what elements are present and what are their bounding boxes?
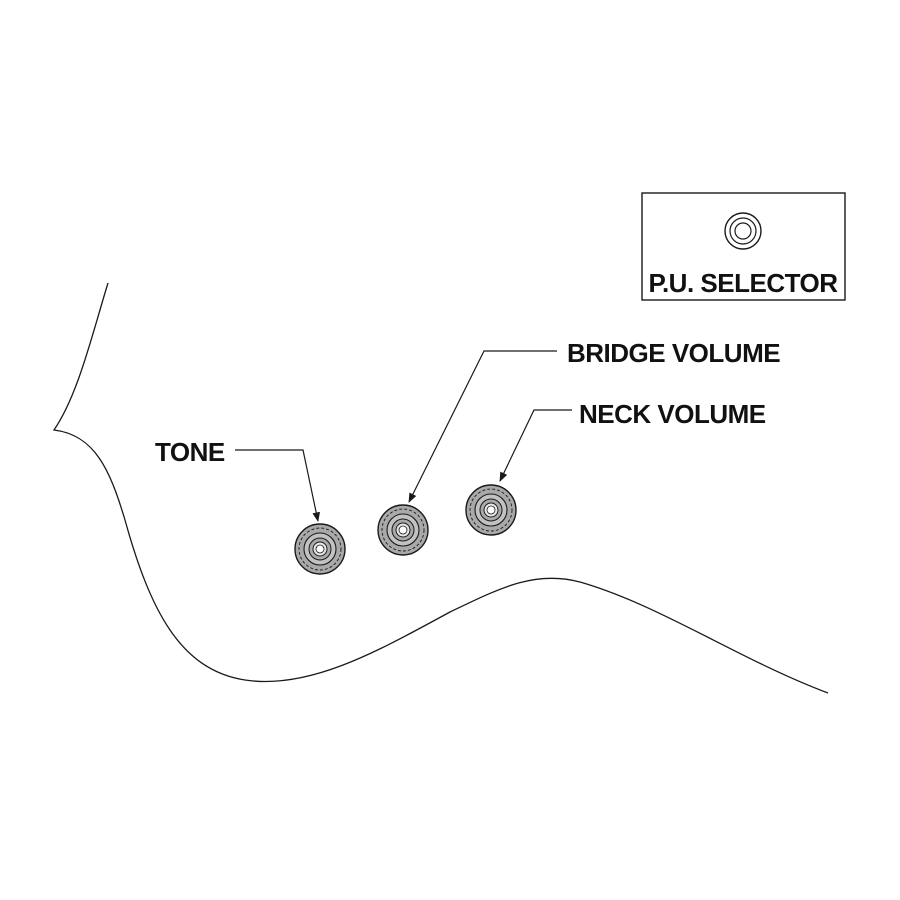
bridge-volume-label: BRIDGE VOLUME	[567, 338, 780, 368]
tone-label: TONE	[155, 437, 225, 467]
pu-selector-label: P.U. SELECTOR	[648, 268, 838, 298]
guitar-body-upper-horn-outline	[52, 282, 829, 694]
tone-leader-line	[235, 449, 320, 522]
pu-selector-switch-icon	[724, 212, 762, 250]
neck-volume-knob-icon	[465, 484, 517, 536]
neck-volume-leader-line	[499, 409, 572, 482]
tone-knob-icon	[294, 523, 346, 575]
neck-volume-label: NECK VOLUME	[579, 399, 766, 429]
bridge-volume-knob-icon	[377, 504, 429, 556]
bridge-volume-leader-line	[408, 350, 557, 503]
